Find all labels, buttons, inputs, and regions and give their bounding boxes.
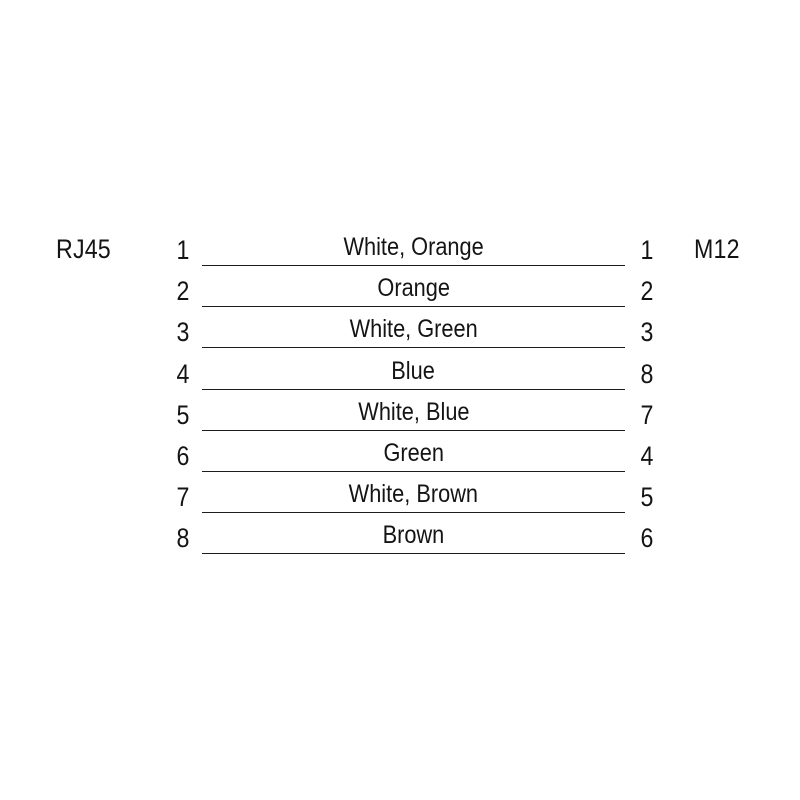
wire-color-label: Blue: [202, 356, 625, 386]
right-pin-number: 7: [640, 399, 654, 430]
wire-color-label: Brown: [202, 520, 625, 550]
wire-line: [202, 471, 625, 472]
wire-line: [202, 553, 625, 555]
wire-color-label-text: White, Blue: [357, 397, 470, 426]
wire-line: [202, 388, 625, 390]
wire-color-label: White, Brown: [202, 479, 625, 509]
left-pin-number: 2: [176, 276, 190, 307]
wire-color-label: White, Green: [202, 314, 625, 344]
wire-color-label: Orange: [202, 273, 625, 303]
right-pin-number: 3: [640, 317, 654, 348]
wire-color-label-text: Green: [383, 439, 444, 467]
wire-color-label-text: Orange: [377, 274, 450, 303]
left-pin-number: 3: [176, 317, 190, 348]
left-pin-number: 1: [176, 235, 190, 265]
wire-color-label: White, Orange: [202, 232, 625, 262]
wire-color-label-text: White, Green: [349, 315, 478, 344]
right-connector-title: M12: [694, 234, 740, 264]
right-pin-number: 8: [640, 358, 654, 389]
right-pin-number: 2: [640, 276, 654, 307]
right-pin-number: 6: [640, 523, 654, 554]
wire-line: [202, 347, 625, 349]
wire-color-label-text: Blue: [391, 356, 436, 385]
wire-color-label-text: White, Orange: [343, 233, 484, 261]
left-pin-number: 8: [176, 523, 190, 554]
left-connector-title: RJ45: [56, 234, 111, 264]
right-pin-number: 5: [640, 482, 654, 513]
right-pin-number: 4: [640, 441, 654, 471]
right-pin-number: 1: [640, 235, 654, 265]
wire-color-label-text: Brown: [382, 521, 445, 550]
wire-color-label: White, Blue: [202, 397, 625, 427]
left-pin-number: 5: [176, 399, 190, 430]
wire-line: [202, 512, 625, 514]
left-pin-number: 4: [176, 358, 190, 389]
wire-line: [202, 265, 625, 266]
wire-line: [202, 429, 625, 431]
wire-line: [202, 306, 625, 308]
wire-color-label: Green: [202, 438, 625, 468]
left-pin-number: 6: [176, 441, 190, 471]
left-pin-number: 7: [176, 482, 190, 513]
wire-color-label-text: White, Brown: [348, 480, 479, 509]
